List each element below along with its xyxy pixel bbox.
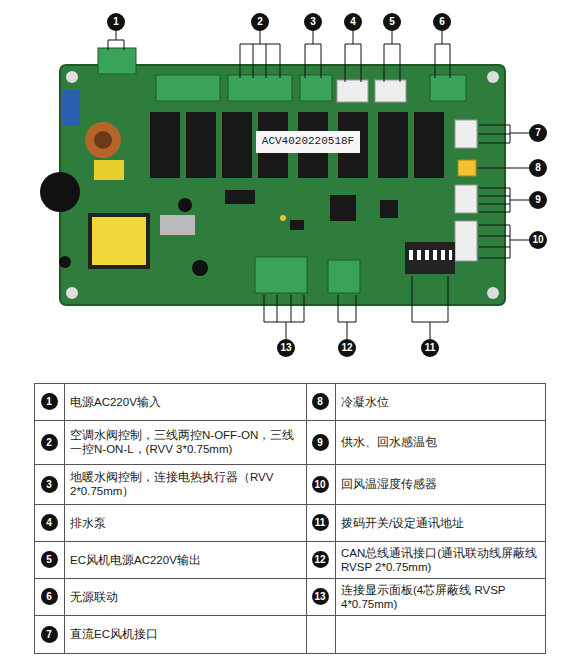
cell-text: 连接显示面板(4芯屏蔽线 RVSP 4*0.75mm) [341,583,541,611]
cell-text: 地暖水阀控制，连接电热执行器（RVV 2*0.75mm） [70,470,302,498]
callout-number: 9 [529,191,547,209]
item-number: 13 [312,588,329,605]
item-number: 7 [41,626,58,643]
cell-text: 无源联动 [70,590,118,604]
cell-text: 回风温湿度传感器 [341,477,437,491]
item-number: 1 [41,393,58,410]
callout-number: 10 [529,231,547,249]
table-cell: 连接显示面板(4芯屏蔽线 RVSP 4*0.75mm) [341,579,541,614]
table-cell: 回风温湿度传感器 [341,465,541,503]
cell-text: EC风机电源AC220V输出 [70,553,201,567]
table-cell: 拨码开关/设定通讯地址 [341,505,541,540]
cell-text: 电源AC220V输入 [70,395,161,409]
callout-number: 3 [304,13,322,31]
item-number: 8 [312,393,329,410]
callout-number: 11 [421,339,439,357]
item-number: 4 [41,514,58,531]
table-cell: 空调水阀控制，三线两控N-OFF-ON，三线一控N-ON-L，(RVV 3*0.… [70,421,302,463]
item-number: 11 [312,514,329,531]
callout-number: 12 [338,339,356,357]
item-number: 9 [312,434,329,451]
cell-text: 排水泵 [70,516,106,530]
cell-text: 供水、回水感温包 [341,435,437,449]
cell-text: 空调水阀控制，三线两控N-OFF-ON，三线一控N-ON-L，(RVV 3*0.… [70,428,302,456]
cell-text: CAN总线通讯接口(通讯联动线屏蔽线 RVSP 2*0.75mm) [341,546,541,574]
callout-number: 4 [344,13,362,31]
table-cell: CAN总线通讯接口(通讯联动线屏蔽线 RVSP 2*0.75mm) [341,542,541,577]
table-cell: 冷凝水位 [341,384,541,419]
callout-number: 7 [529,124,547,142]
callout-number: 1 [107,13,125,31]
cell-text: 直流EC风机接口 [70,627,158,641]
callout-number: 6 [433,13,451,31]
table-cell: 无源联动 [70,579,302,614]
board-label: ACV4020220518F [256,131,360,153]
callout-number: 13 [277,339,295,357]
item-number: 2 [41,434,58,451]
item-number: 6 [41,588,58,605]
item-number: 3 [41,476,58,493]
table-cell: 直流EC风机接口 [70,616,302,652]
callout-number: 2 [251,13,269,31]
item-number: 5 [41,551,58,568]
item-number: 10 [312,476,329,493]
table-cell: 供水、回水感温包 [341,421,541,463]
table-cell: EC风机电源AC220V输出 [70,542,302,577]
table-cell: 电源AC220V输入 [70,384,302,419]
cell-text: 拨码开关/设定通讯地址 [341,516,464,530]
table-cell: 地暖水阀控制，连接电热执行器（RVV 2*0.75mm） [70,465,302,503]
table-cell: 排水泵 [70,505,302,540]
callout-number: 8 [529,159,547,177]
callout-number: 5 [383,13,401,31]
cell-text: 冷凝水位 [341,395,389,409]
item-number: 12 [312,551,329,568]
